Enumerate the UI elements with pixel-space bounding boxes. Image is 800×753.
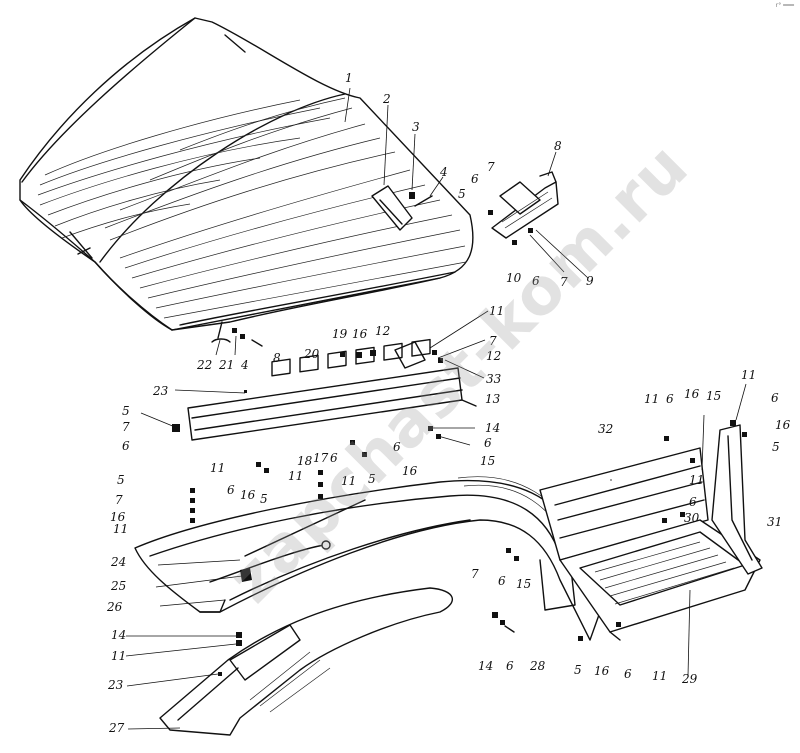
hood-strap bbox=[371, 185, 433, 231]
callout-4: 4 bbox=[241, 358, 249, 372]
callout-33: 33 bbox=[486, 372, 502, 386]
leader-lines bbox=[125, 87, 747, 730]
callout-5: 5 bbox=[117, 473, 125, 487]
hinge-bracket bbox=[488, 171, 559, 245]
callout-12: 12 bbox=[375, 324, 391, 338]
step-side-panel bbox=[539, 447, 709, 611]
callout-11: 11 bbox=[489, 304, 505, 318]
step-support-bracket bbox=[711, 420, 763, 575]
callout-11: 11 bbox=[210, 461, 226, 475]
callout-16: 16 bbox=[594, 664, 610, 678]
callout-5: 5 bbox=[368, 472, 376, 486]
callout-11: 11 bbox=[644, 392, 660, 406]
callout-15: 15 bbox=[480, 454, 496, 468]
callout-11: 11 bbox=[689, 473, 705, 487]
callout-6: 6 bbox=[532, 274, 540, 288]
callout-3: 3 bbox=[412, 120, 420, 134]
callout-8: 8 bbox=[554, 139, 562, 153]
callout-28: 28 bbox=[530, 659, 546, 673]
callout-30: 30 bbox=[684, 511, 700, 525]
callout-11: 11 bbox=[288, 469, 304, 483]
callout-6: 6 bbox=[471, 172, 479, 186]
callout-6: 6 bbox=[624, 667, 632, 681]
callout-6: 6 bbox=[771, 391, 779, 405]
callout-11: 11 bbox=[741, 368, 757, 382]
callout-4: 4 bbox=[440, 165, 448, 179]
callout-17: 17 bbox=[313, 451, 329, 465]
callout-16: 16 bbox=[402, 464, 418, 478]
callout-26: 26 bbox=[107, 600, 123, 614]
callout-15: 15 bbox=[516, 577, 532, 591]
callout-11: 11 bbox=[113, 522, 129, 536]
callout-24: 24 bbox=[111, 555, 127, 569]
callout-6: 6 bbox=[666, 392, 674, 406]
callout-7: 7 bbox=[115, 493, 123, 507]
callout-7: 7 bbox=[560, 275, 568, 289]
callout-25: 25 bbox=[111, 579, 127, 593]
callout-21: 21 bbox=[219, 358, 235, 372]
callout-9: 9 bbox=[586, 274, 594, 288]
callout-27: 27 bbox=[109, 721, 125, 735]
callout-8: 8 bbox=[273, 351, 281, 365]
callout-6: 6 bbox=[498, 574, 506, 588]
fasteners bbox=[190, 390, 695, 676]
callout-16: 16 bbox=[775, 418, 791, 432]
callout-23: 23 bbox=[153, 384, 169, 398]
callout-18: 18 bbox=[297, 454, 313, 468]
callout-14: 14 bbox=[485, 421, 501, 435]
callout-1: 1 bbox=[345, 71, 353, 85]
callout-10: 10 bbox=[506, 271, 522, 285]
callout-5: 5 bbox=[260, 492, 268, 506]
hood-panel bbox=[19, 17, 474, 331]
running-board-step bbox=[559, 519, 761, 641]
callout-6: 6 bbox=[393, 440, 401, 454]
callout-16: 16 bbox=[352, 327, 368, 341]
callout-11: 11 bbox=[111, 649, 127, 663]
callout-6: 6 bbox=[689, 495, 697, 509]
corner-stamp: r° ═══ bbox=[775, 2, 794, 9]
callout-31: 31 bbox=[767, 515, 783, 529]
callout-5: 5 bbox=[574, 663, 582, 677]
callout-7: 7 bbox=[487, 160, 495, 174]
callout-20: 20 bbox=[304, 347, 320, 361]
callout-23: 23 bbox=[108, 678, 124, 692]
front-fender bbox=[134, 476, 601, 641]
callout-11: 11 bbox=[341, 474, 357, 488]
callout-5: 5 bbox=[458, 187, 466, 201]
callout-15: 15 bbox=[706, 389, 722, 403]
callout-13: 13 bbox=[485, 392, 501, 406]
callout-7: 7 bbox=[489, 334, 497, 348]
callout-6: 6 bbox=[227, 483, 235, 497]
callout-16: 16 bbox=[684, 387, 700, 401]
callout-32: 32 bbox=[598, 422, 614, 436]
callout-5: 5 bbox=[122, 404, 130, 418]
inner-mudguard bbox=[159, 587, 453, 736]
callout-7: 7 bbox=[471, 567, 479, 581]
callout-12: 12 bbox=[486, 349, 502, 363]
callout-19: 19 bbox=[332, 327, 348, 341]
callout-6: 6 bbox=[506, 659, 514, 673]
callout-6: 6 bbox=[330, 451, 338, 465]
callout-5: 5 bbox=[772, 440, 780, 454]
callout-6: 6 bbox=[122, 439, 130, 453]
hood-prop bbox=[211, 321, 263, 347]
callout-11: 11 bbox=[652, 669, 668, 683]
callout-2: 2 bbox=[383, 92, 391, 106]
callout-7: 7 bbox=[122, 420, 130, 434]
callout-29: 29 bbox=[682, 672, 698, 686]
callout-16: 16 bbox=[110, 510, 126, 524]
callout-6: 6 bbox=[484, 436, 492, 450]
grille-panel bbox=[172, 338, 477, 457]
callout-14: 14 bbox=[478, 659, 494, 673]
callout-14: 14 bbox=[111, 628, 127, 642]
callout-16: 16 bbox=[240, 488, 256, 502]
callout-22: 22 bbox=[197, 358, 213, 372]
